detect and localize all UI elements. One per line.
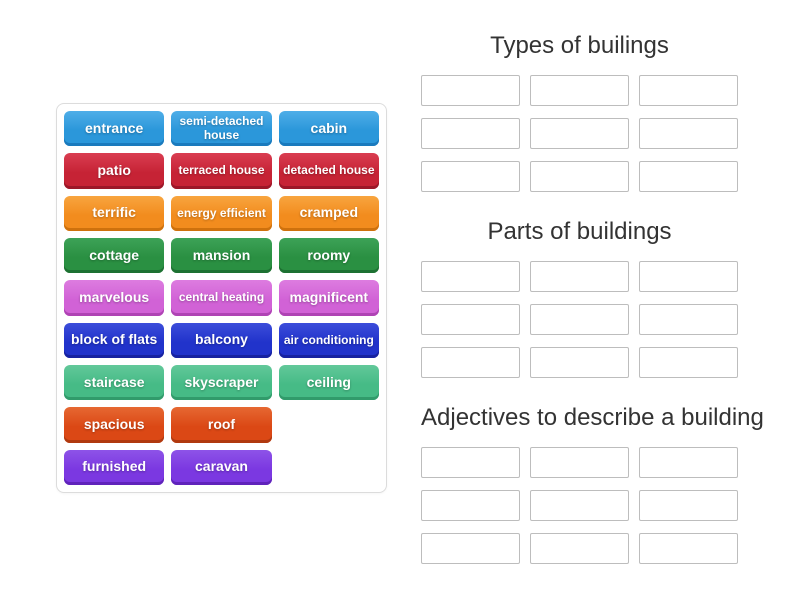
tile-detached-house[interactable]: detached house xyxy=(278,153,379,189)
answer-slot[interactable] xyxy=(530,347,629,378)
tile-central-heating[interactable]: central heating xyxy=(171,280,272,316)
answer-slot[interactable] xyxy=(639,75,738,106)
answer-slot[interactable] xyxy=(530,118,629,149)
tile-terrific[interactable]: terrific xyxy=(64,195,165,231)
tile-skyscraper[interactable]: skyscraper xyxy=(171,364,272,401)
tile-cramped[interactable]: cramped xyxy=(278,195,379,231)
slot-grid-parts-of-buildings xyxy=(421,261,738,378)
answer-slot[interactable] xyxy=(530,490,629,521)
answer-slot[interactable] xyxy=(421,490,520,521)
answer-slot[interactable] xyxy=(639,447,738,478)
tile-furnished[interactable]: furnished xyxy=(64,449,165,485)
answer-slot[interactable] xyxy=(639,118,738,149)
tile-cabin[interactable]: cabin xyxy=(278,111,379,147)
answer-slot[interactable] xyxy=(421,447,520,478)
tile-staircase[interactable]: staircase xyxy=(64,364,165,401)
answer-slot[interactable] xyxy=(530,304,629,335)
tile-caravan[interactable]: caravan xyxy=(171,449,272,485)
group-types-of-buildings: Types of builings xyxy=(421,29,738,192)
tile-roomy[interactable]: roomy xyxy=(278,237,379,274)
answer-slot[interactable] xyxy=(639,490,738,521)
tile-spacious[interactable]: spacious xyxy=(64,407,165,443)
answer-slot[interactable] xyxy=(530,161,629,192)
answer-slot[interactable] xyxy=(530,447,629,478)
group-title-types-of-buildings: Types of builings xyxy=(490,32,669,59)
group-parts-of-buildings: Parts of buildings xyxy=(421,215,738,378)
answer-slot[interactable] xyxy=(421,347,520,378)
answer-slot[interactable] xyxy=(530,75,629,106)
tile-semi-detached-house[interactable]: semi-detached house xyxy=(171,111,272,147)
tile-terraced-house[interactable]: terraced house xyxy=(171,153,272,189)
tile-ceiling[interactable]: ceiling xyxy=(278,364,379,401)
tile-balcony[interactable]: balcony xyxy=(171,322,272,358)
group-title-parts-of-buildings: Parts of buildings xyxy=(487,218,672,245)
slot-grid-adjectives xyxy=(421,447,738,564)
tile-block-of-flats[interactable]: block of flats xyxy=(64,322,165,358)
answer-slot[interactable] xyxy=(421,75,520,106)
slot-grid-types-of-buildings xyxy=(421,75,738,192)
answer-slot[interactable] xyxy=(639,304,738,335)
tile-air-conditioning[interactable]: air conditioning xyxy=(278,322,379,358)
answer-slot[interactable] xyxy=(639,347,738,378)
group-adjectives: Adjectives to describe a building xyxy=(421,401,764,564)
answer-slot[interactable] xyxy=(421,533,520,564)
tile-mansion[interactable]: mansion xyxy=(171,237,272,274)
answer-slot[interactable] xyxy=(639,533,738,564)
answer-slot[interactable] xyxy=(421,261,520,292)
answer-slot[interactable] xyxy=(639,261,738,292)
tile-entrance[interactable]: entrance xyxy=(64,111,165,147)
tile-cottage[interactable]: cottage xyxy=(64,237,165,274)
answer-slot[interactable] xyxy=(530,261,629,292)
answer-slot[interactable] xyxy=(421,304,520,335)
answer-slot[interactable] xyxy=(421,118,520,149)
answer-slot[interactable] xyxy=(639,161,738,192)
tile-patio[interactable]: patio xyxy=(64,153,165,189)
group-title-adjectives: Adjectives to describe a building xyxy=(421,404,764,431)
answer-slot[interactable] xyxy=(530,533,629,564)
tile-energy-efficient[interactable]: energy efficient xyxy=(171,195,272,231)
tile-marvelous[interactable]: marvelous xyxy=(64,280,165,316)
tile-magnificent[interactable]: magnificent xyxy=(278,280,379,316)
answer-slot[interactable] xyxy=(421,161,520,192)
tile-roof[interactable]: roof xyxy=(171,407,272,443)
